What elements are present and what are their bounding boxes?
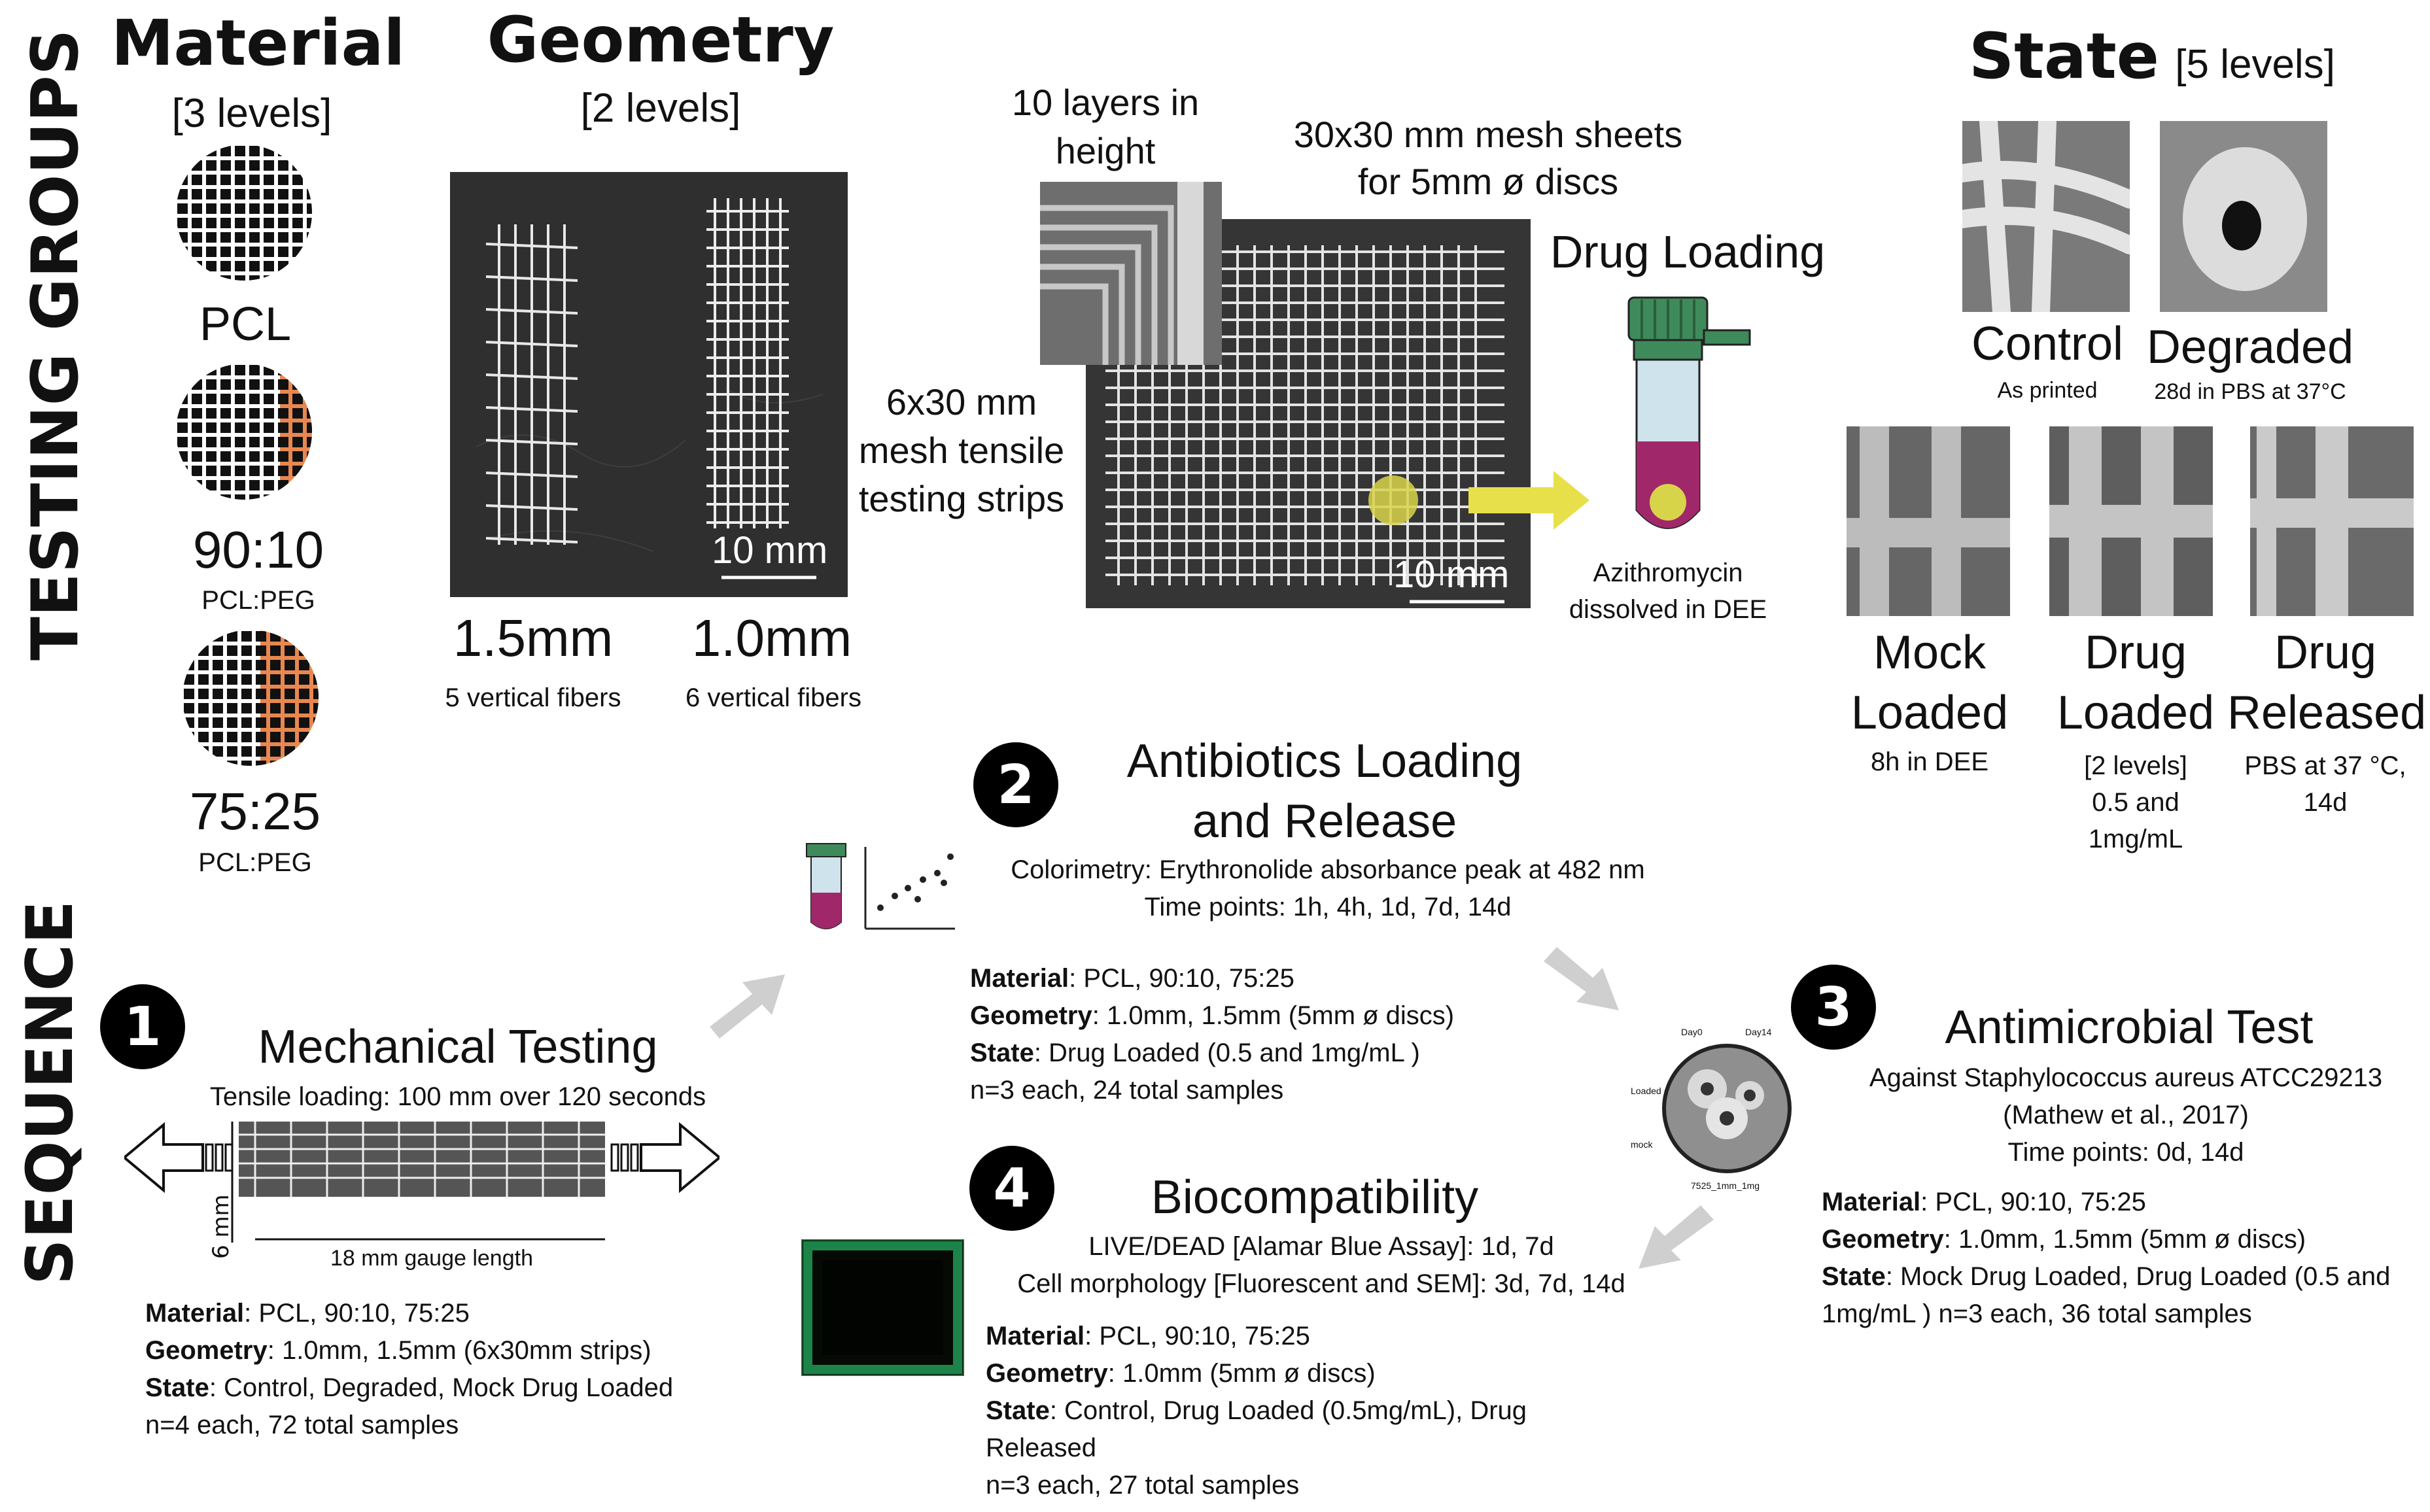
step-4-details: Material: PCL, 90:10, 75:25 Geometry: 1.…	[986, 1322, 1527, 1500]
step-3-title: Antimicrobial Test	[1945, 1001, 2314, 1054]
step-4-title: Biocompatibility	[1151, 1171, 1479, 1224]
material-7525-mesh	[182, 630, 319, 766]
state-control-name: Control	[1971, 318, 2124, 370]
state-released-sem	[2250, 426, 2414, 616]
state-mock-sem	[1847, 426, 2010, 616]
geometry-10-size: 1.0mm	[691, 609, 852, 667]
material-pcl-label: PCL	[199, 298, 292, 351]
state-control-sem	[1962, 121, 2130, 312]
state-degraded-name: Degraded	[2146, 321, 2354, 373]
testing-groups-label: TESTING GROUPS	[18, 29, 93, 661]
geometry-photo: 10 mm	[450, 172, 848, 597]
gray-arrow-1-icon	[710, 974, 785, 1039]
geometry-10-desc: 6 vertical fibers	[686, 683, 861, 712]
drug-loading-title: Drug Loading	[1550, 226, 1826, 277]
state-drugloaded-sem	[2049, 426, 2213, 616]
sequence-label: SEQUENCE	[13, 900, 88, 1285]
mesh-layers-label: 10 layers in height	[1011, 82, 1200, 171]
step-2-details: Material: PCL, 90:10, 75:25 Geometry: 1.…	[970, 964, 1455, 1105]
material-title: Material	[111, 7, 406, 80]
state-control-desc: As printed	[1997, 378, 2098, 403]
material-levels: [3 levels]	[171, 91, 332, 136]
step-1-width-label: 6 mm	[208, 1194, 234, 1259]
gray-arrow-2-icon	[1544, 947, 1619, 1010]
material-9010-label: 90:10	[192, 521, 324, 579]
plate-day14: Day14	[1745, 1027, 1772, 1037]
step-3-badge: 3	[1791, 965, 1876, 1050]
mesh-layers-sem	[1040, 182, 1222, 365]
step-1-details: Material: PCL, 90:10, 75:25 Geometry: 1.…	[145, 1299, 674, 1439]
plate-day0: Day0	[1681, 1027, 1703, 1037]
geometry-15-desc: 5 vertical fibers	[445, 683, 621, 712]
step-1-badge: 1	[100, 984, 185, 1069]
step-1-gauge-label: 18 mm gauge length	[330, 1246, 533, 1271]
yellow-arrow-icon	[1468, 471, 1589, 530]
geometry-levels: [2 levels]	[580, 86, 741, 131]
step-2-badge: 2	[973, 742, 1058, 827]
mesh-sheet-photo: 10 mm	[1086, 219, 1531, 608]
state-mock-desc: 8h in DEE	[1870, 747, 1989, 776]
step-3-sub: Against Staphylococcus aureus ATCC29213(…	[1869, 1063, 2383, 1167]
fluorescent-image	[801, 1239, 964, 1376]
material-7525-label: 75:25	[189, 782, 321, 840]
geometry-scale-label: 10 mm	[712, 529, 828, 572]
plate-mock: mock	[1631, 1139, 1653, 1150]
state-degraded-sem	[2160, 121, 2327, 312]
state-title: State [5 levels]	[1969, 20, 2335, 93]
material-pcl-mesh	[176, 145, 312, 281]
material-7525-sub: PCL:PEG	[198, 848, 312, 877]
petri-plate-image	[1629, 1020, 1805, 1197]
material-9010-mesh	[176, 364, 312, 500]
tensile-strip-diagram	[124, 1122, 720, 1243]
geometry-title: Geometry	[487, 3, 835, 77]
geometry-15-size: 1.5mm	[453, 609, 614, 667]
state-degraded-desc: 28d in PBS at 37°C	[2154, 379, 2346, 404]
step-1-title: Mechanical Testing	[258, 1021, 658, 1073]
plate-bottom-label: 7525_1mm_1mg	[1691, 1180, 1760, 1191]
material-9010-sub: PCL:PEG	[201, 586, 315, 615]
plate-loaded: Loaded	[1631, 1086, 1661, 1096]
step-3-details: Material: PCL, 90:10, 75:25 Geometry: 1.…	[1822, 1188, 2391, 1328]
gray-arrow-3-icon	[1639, 1205, 1714, 1269]
step-2-sub: Colorimetry: Erythronolide absorbance pe…	[1011, 855, 1645, 921]
release-plot-icon	[806, 843, 955, 930]
mesh-scale-label: 10 mm	[1393, 553, 1510, 596]
step-4-badge: 4	[969, 1146, 1054, 1231]
drug-tube-icon	[1627, 296, 1751, 529]
step-1-sub: Tensile loading: 100 mm over 120 seconds	[209, 1082, 706, 1111]
state-released-desc: PBS at 37 °C,14d	[2244, 751, 2406, 817]
